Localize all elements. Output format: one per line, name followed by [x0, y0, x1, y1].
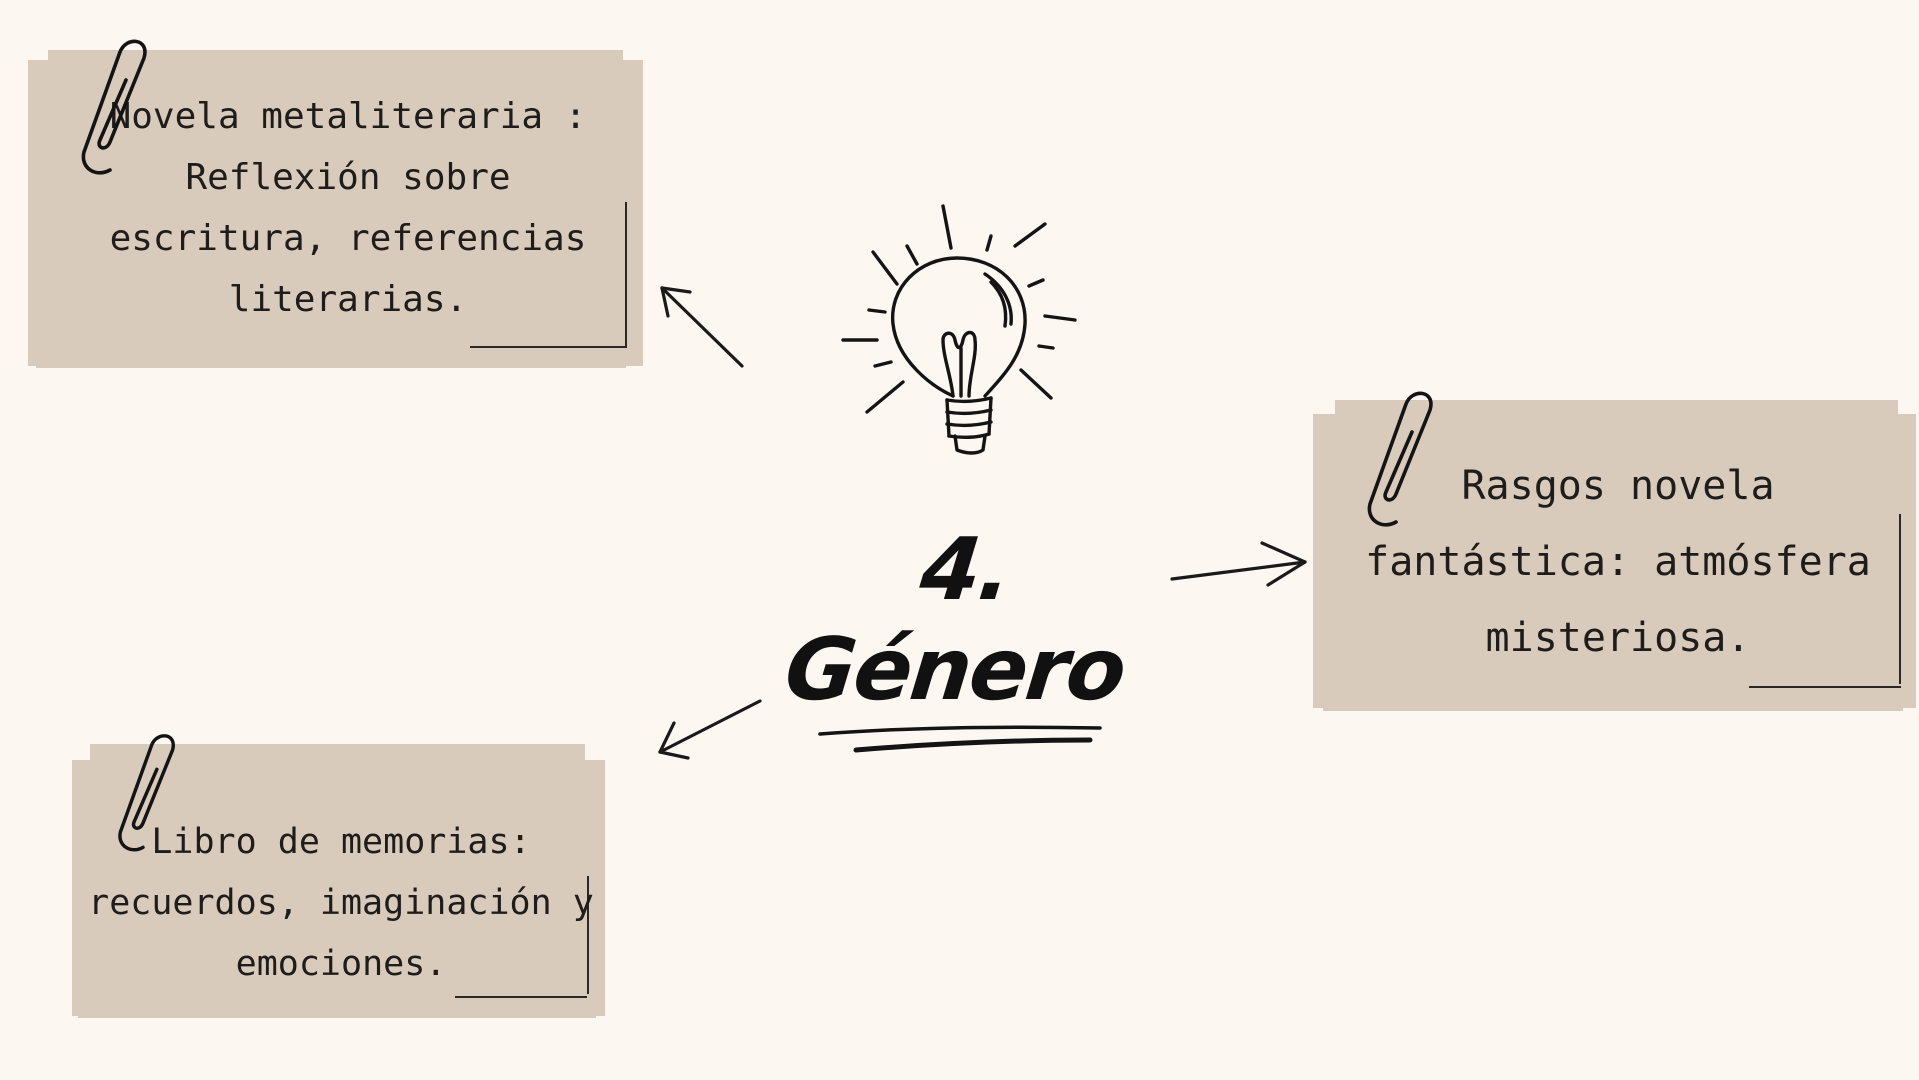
note-edge — [1749, 686, 1901, 688]
arrow-icon-bottom-left — [658, 699, 762, 760]
title-block: 4. Género — [780, 520, 1140, 770]
lightbulb-icon — [841, 204, 1077, 455]
note-text-metaliteraria: Novela metaliteraria : Reflexión sobre e… — [109, 96, 587, 320]
page-title: 4. Género — [780, 520, 1129, 720]
note-text-memorias: Libro de memorias: recuerdos, imaginació… — [88, 822, 594, 984]
note-edge — [587, 876, 589, 994]
title-underline — [818, 725, 1102, 753]
note-card-memorias: Libro de memorias: recuerdos, imaginació… — [72, 744, 605, 1018]
note-card-fantastica: Rasgos novela fantástica: atmósfera mist… — [1313, 400, 1916, 711]
arrow-icon-right — [1170, 541, 1307, 587]
note-edge — [470, 346, 625, 348]
note-card-metaliteraria: Novela metaliteraria : Reflexión sobre e… — [28, 50, 643, 368]
note-edge — [1899, 514, 1901, 684]
arrow-icon-top-left — [660, 286, 744, 368]
paperclip-icon — [1367, 391, 1433, 527]
paperclip-icon — [118, 734, 175, 852]
note-text-fantastica: Rasgos novela fantástica: atmósfera mist… — [1365, 463, 1871, 661]
note-edge — [455, 996, 587, 998]
note-edge — [625, 202, 627, 348]
paperclip-icon — [81, 39, 147, 175]
